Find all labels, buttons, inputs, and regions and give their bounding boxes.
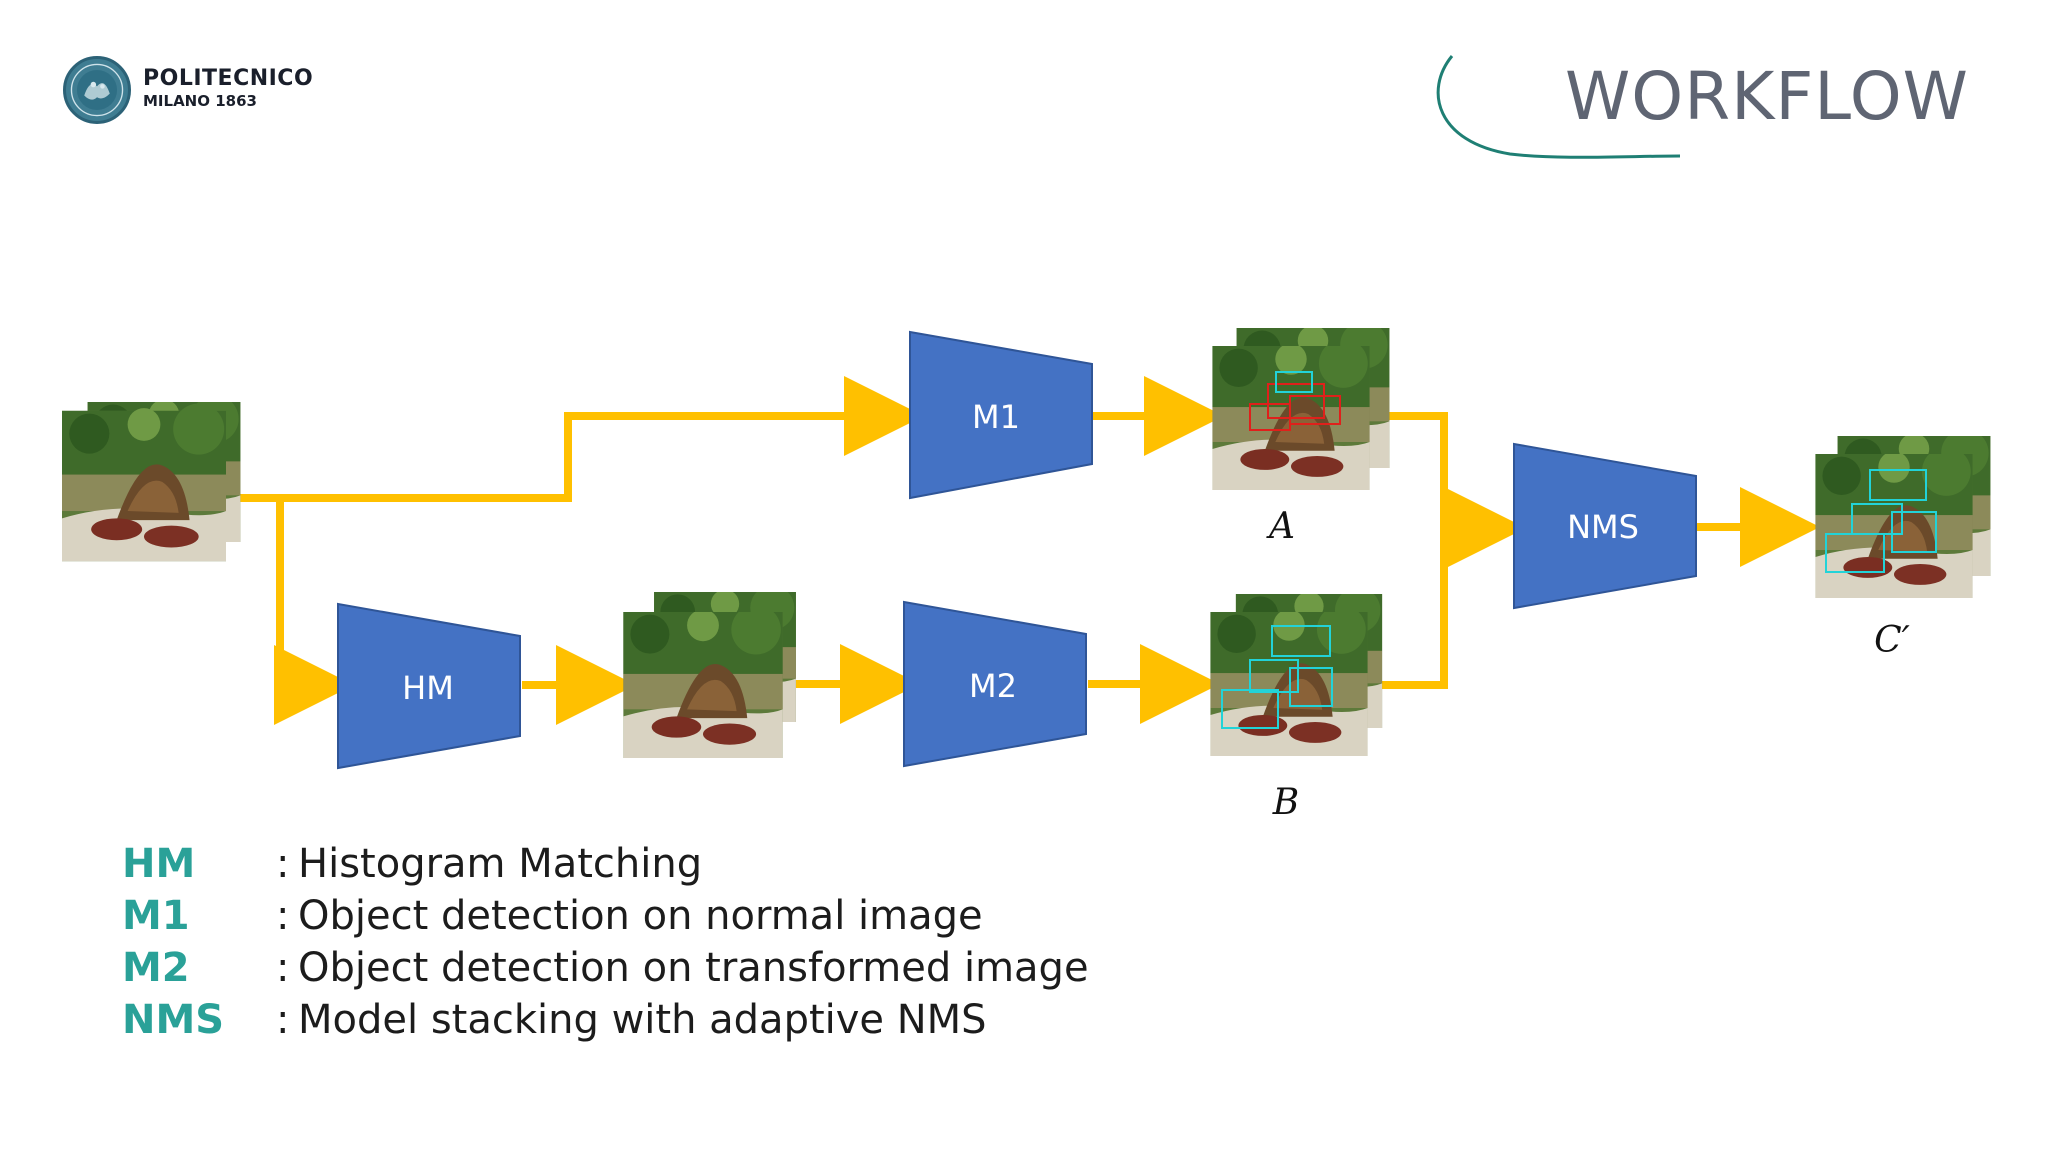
logo-subname: MILANO 1863: [143, 92, 257, 110]
title-arc-decoration: [1436, 55, 1681, 159]
node-m1: M1: [909, 330, 1093, 500]
transformed-image-stack: [623, 592, 796, 758]
legend-key: NMS: [122, 997, 225, 1043]
politecnico-seal-icon: [63, 56, 131, 124]
legend: HM : Histogram Matching M1 : Object dete…: [122, 838, 1222, 1046]
output-a-stack: [1212, 328, 1390, 490]
legend-separator: :: [276, 893, 290, 939]
node-nms-label: NMS: [1567, 508, 1639, 546]
legend-key: M1: [122, 893, 190, 939]
arrow-input-to-hm: [274, 498, 354, 725]
legend-key: M2: [122, 945, 190, 991]
logo-name: POLITECNICO: [143, 66, 314, 91]
node-m1-label: M1: [972, 398, 1020, 436]
legend-row: HM : Histogram Matching: [122, 838, 1222, 890]
legend-separator: :: [276, 945, 290, 991]
legend-key: HM: [122, 841, 196, 887]
page-title: WORKFLOW: [1565, 58, 1969, 135]
node-hm: HM: [337, 602, 521, 770]
node-m2: M2: [903, 600, 1087, 768]
connectors: [228, 376, 1820, 725]
output-b-stack: [1210, 594, 1383, 756]
legend-separator: :: [276, 997, 290, 1043]
legend-text: Model stacking with adaptive NMS: [298, 997, 987, 1043]
legend-row: NMS : Model stacking with adaptive NMS: [122, 994, 1222, 1046]
legend-text: Histogram Matching: [298, 841, 703, 887]
output-a-label: A: [1266, 506, 1295, 547]
legend-row: M2 : Object detection on transformed ima…: [122, 942, 1222, 994]
output-c-stack: [1815, 436, 1991, 598]
legend-text: Object detection on normal image: [298, 893, 983, 939]
node-m2-label: M2: [969, 667, 1017, 705]
politecnico-logo: POLITECNICO MILANO 1863: [63, 56, 323, 126]
legend-separator: :: [276, 841, 290, 887]
node-nms: NMS: [1513, 442, 1697, 610]
arrow-a-to-nms: [1374, 412, 1448, 689]
node-hm-label: HM: [402, 669, 454, 707]
output-b-label: B: [1272, 782, 1299, 823]
input-image-stack: [62, 402, 241, 562]
output-c-label: C′: [1874, 620, 1910, 661]
arrow-input-to-m1: [228, 376, 924, 502]
legend-row: M1 : Object detection on normal image: [122, 890, 1222, 942]
legend-text: Object detection on transformed image: [298, 945, 1089, 991]
